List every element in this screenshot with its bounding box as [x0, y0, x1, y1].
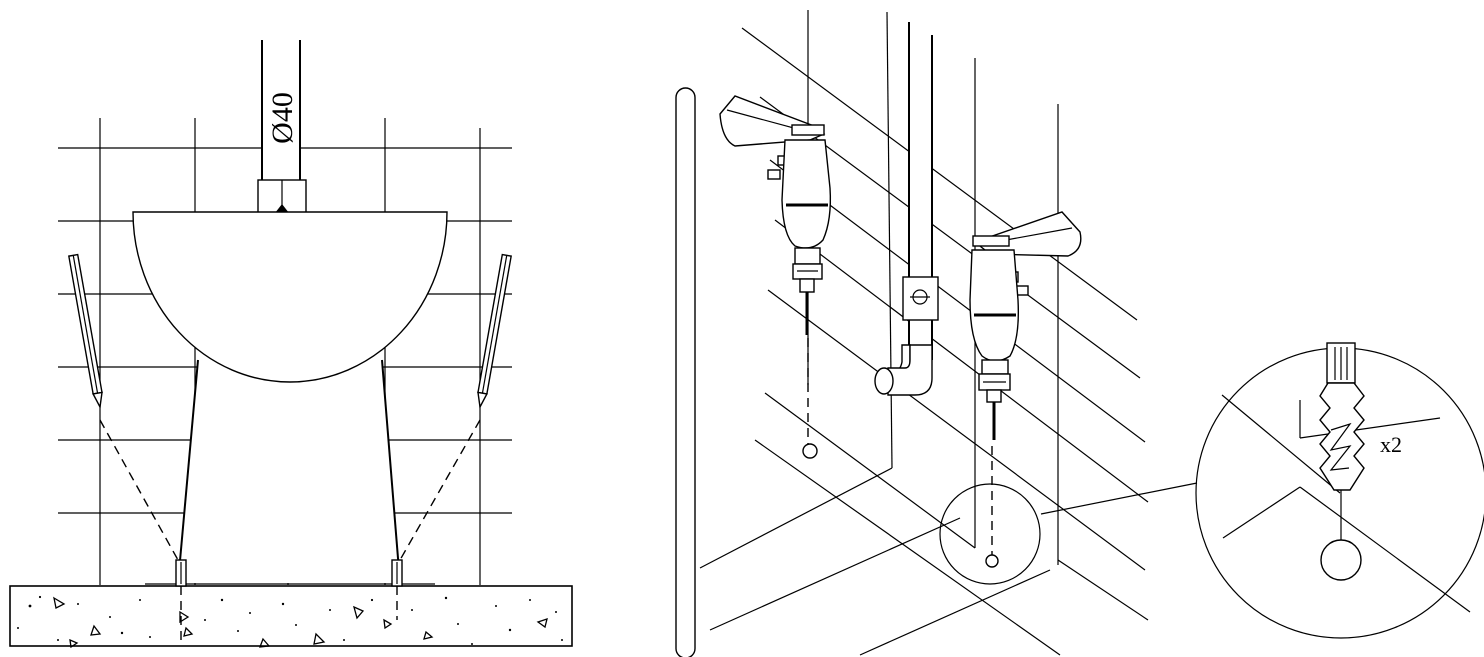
wall-plug-icon: [1319, 342, 1365, 581]
pedestal: [177, 359, 401, 584]
magnified-detail: x2: [1195, 342, 1484, 639]
concrete-floor: [9, 585, 573, 647]
concrete-aggregate: [53, 596, 548, 649]
drill-icon: [719, 95, 832, 459]
basin-bowl: [132, 211, 448, 383]
pencil-icon: [68, 253, 179, 561]
pipe-diameter-label: Ø40: [266, 92, 299, 144]
floor-anchor-left: [175, 559, 187, 640]
pencil-icon: [399, 253, 512, 561]
drill-icon: [969, 211, 1082, 440]
front-view: Ø40: [9, 40, 573, 649]
drain-pipe: Ø40: [257, 40, 307, 214]
concrete-dots: [17, 595, 563, 645]
floor-anchor-right: [391, 559, 403, 620]
door-frame: [675, 87, 696, 657]
perspective-view: x2: [675, 10, 1484, 657]
water-pipe: [874, 22, 939, 396]
drill-point-detail: [939, 446, 1198, 585]
anchor-quantity-label: x2: [1380, 432, 1402, 457]
